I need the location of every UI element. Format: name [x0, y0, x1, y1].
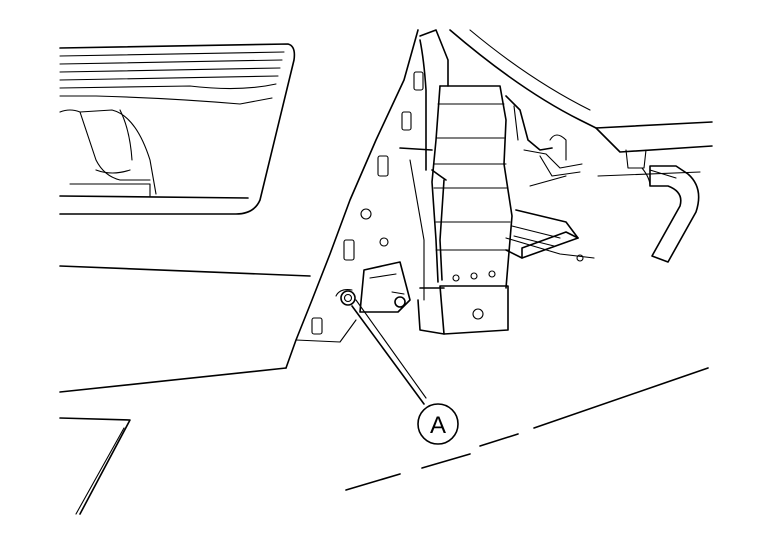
callout-circle — [417, 403, 459, 445]
side-panel-slots — [311, 71, 424, 335]
callout-leader-line — [351, 305, 425, 405]
upper-right-panel — [449, 29, 713, 263]
side-mount-bracket — [335, 261, 411, 313]
instrument-panel-lower — [59, 29, 419, 393]
center-bracket — [399, 29, 513, 335]
upper-dash-panel — [59, 43, 296, 215]
floor-lines — [59, 367, 709, 515]
callout-a: A — [351, 299, 459, 445]
callout-label-a: A — [430, 412, 446, 439]
mounting-bolt — [340, 290, 356, 306]
right-module — [505, 95, 595, 262]
